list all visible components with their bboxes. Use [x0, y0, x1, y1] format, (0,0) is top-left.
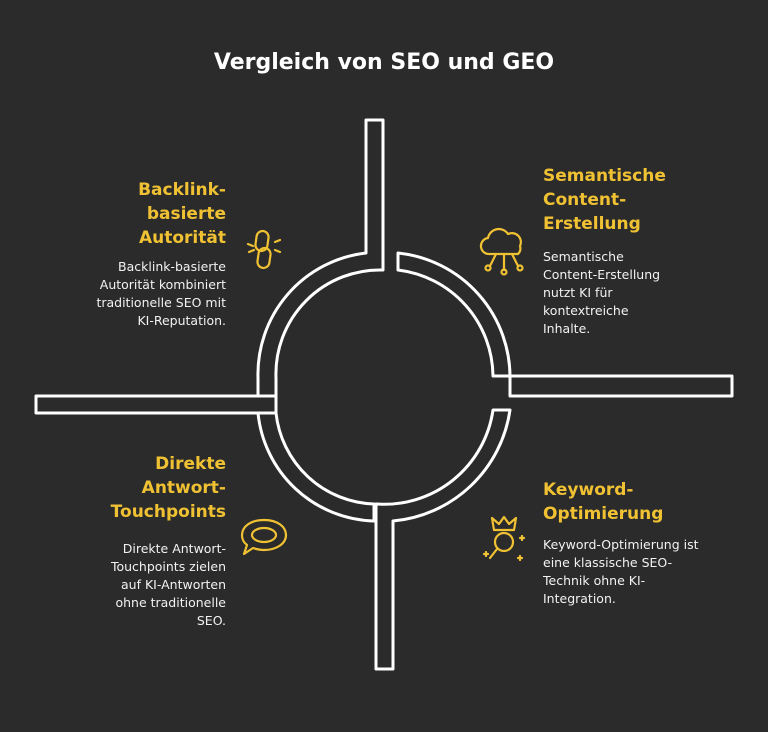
- quadrant-shape-top-left: [34, 118, 385, 415]
- quadrant-shape-bottom-right: [374, 408, 512, 671]
- cloud-network-icon: [479, 227, 524, 276]
- text-semantische-content: Semantische Content-Erstellung nutzt KI …: [543, 249, 661, 336]
- heading-keyword-optimierung: Keyword- Optimierung: [543, 480, 664, 524]
- text-direkte-antwort: Direkte Antwort- Touchpoints zielen auf …: [110, 541, 226, 628]
- chain-link-icon: [246, 229, 282, 270]
- crowned-search-icon: [482, 515, 526, 562]
- heading-backlink-autoritaet: Backlink- basierte Autorität: [138, 180, 226, 248]
- heading-semantische-content: Semantische Content- Erstellung: [543, 166, 666, 234]
- quadrant-shape-top-right: [396, 251, 734, 398]
- page-title: Vergleich von SEO und GEO: [213, 50, 555, 75]
- quadrant-shape-bottom-left: [256, 411, 376, 523]
- heading-direkte-antwort: Direkte Antwort- Touchpoints: [110, 454, 226, 522]
- text-backlink-autoritaet: Backlink-basierte Autorität kombiniert t…: [96, 259, 226, 328]
- speech-bubble-icon: [240, 518, 288, 556]
- text-keyword-optimierung: Keyword-Optimierung ist eine klassische …: [543, 537, 699, 606]
